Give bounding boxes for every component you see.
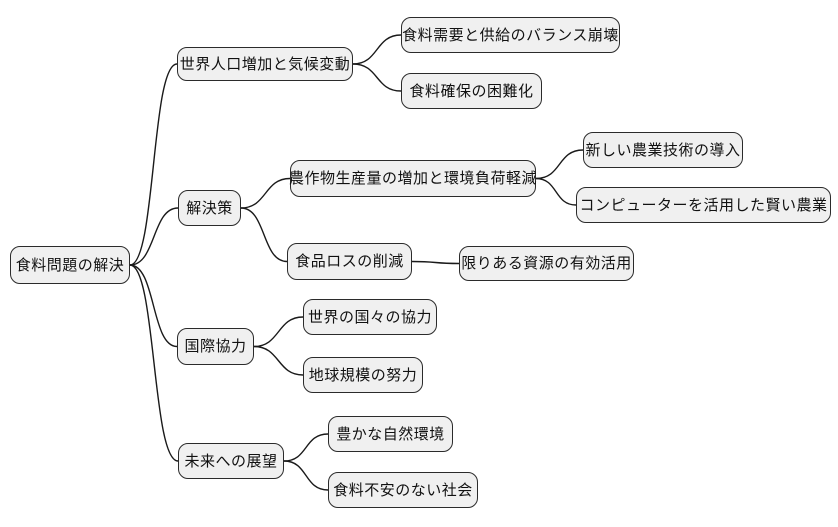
mindmap-node-n4b[interactable]: 食料不安のない社会 (328, 472, 478, 508)
node-label: 限りある資源の有効活用 (461, 255, 632, 272)
node-label: 食料需要と供給のバランス崩壊 (402, 26, 619, 44)
mindmap-node-n4[interactable]: 未来への展望 (178, 443, 284, 479)
mindmap-node-n2a1[interactable]: 新しい農業技術の導入 (583, 132, 743, 168)
mindmap-node-n1[interactable]: 世界人口増加と気候変動 (177, 47, 353, 81)
mindmap-node-n2[interactable]: 解決策 (178, 190, 241, 226)
mindmap-node-n4a[interactable]: 豊かな自然環境 (328, 416, 453, 452)
mindmap-node-n1b[interactable]: 食料確保の困難化 (401, 73, 542, 109)
link-n2-n2a (240, 177, 291, 209)
node-label: 農作物生産量の増加と環境負荷軽減 (289, 170, 538, 187)
node-label: 豊かな自然環境 (336, 425, 445, 443)
node-label: 未来への展望 (184, 452, 278, 470)
link-n1-n1b (352, 63, 402, 92)
node-label: 地球規模の努力 (308, 366, 418, 384)
mindmap-node-n2a2[interactable]: コンピューターを活用した賢い農業 (576, 187, 831, 223)
link-n3-n3b (253, 345, 304, 376)
link-root-n4 (129, 264, 179, 462)
link-n3-n3a (253, 316, 304, 348)
link-n2-n2b (240, 207, 288, 263)
node-label: 食料確保の困難化 (409, 82, 534, 100)
link-root-n2 (129, 207, 179, 266)
mindmap-node-n3a[interactable]: 世界の国々の協力 (303, 299, 437, 335)
link-root-n3 (129, 264, 178, 348)
mindmap-node-n2a[interactable]: 農作物生産量の増加と環境負荷軽減 (289, 160, 538, 197)
mindmap-node-n2b1[interactable]: 限りある資源の有効活用 (459, 246, 634, 281)
node-label: 解決策 (186, 199, 233, 217)
node-label: 新しい農業技術の導入 (585, 141, 741, 159)
link-n4-n4a (283, 433, 329, 462)
node-label: 国際協力 (184, 338, 247, 355)
mindmap-node-root[interactable]: 食料問題の解決 (10, 246, 130, 284)
node-label: 世界の国々の協力 (307, 308, 432, 326)
mindmap-node-n3b[interactable]: 地球規模の努力 (303, 357, 423, 393)
link-root-n1 (129, 63, 178, 266)
node-label: コンピューターを活用した賢い農業 (579, 196, 828, 214)
node-label: 食料不安のない社会 (333, 481, 473, 499)
link-n2b-n2b1 (411, 260, 460, 265)
mindmap-node-n2b[interactable]: 食品ロスの削減 (287, 243, 412, 280)
mindmap-node-n1a[interactable]: 食料需要と供給のバランス崩壊 (401, 17, 620, 53)
node-label: 世界人口増加と気候変動 (179, 55, 351, 73)
link-n1-n1a (352, 34, 402, 65)
link-n2a-n2a2 (535, 177, 577, 206)
mindmap-node-n3[interactable]: 国際協力 (177, 328, 254, 365)
link-n4-n4b (283, 460, 329, 491)
node-label: 食料問題の解決 (15, 256, 125, 274)
link-n2a-n2a1 (535, 149, 584, 180)
node-label: 食品ロスの削減 (295, 253, 404, 270)
